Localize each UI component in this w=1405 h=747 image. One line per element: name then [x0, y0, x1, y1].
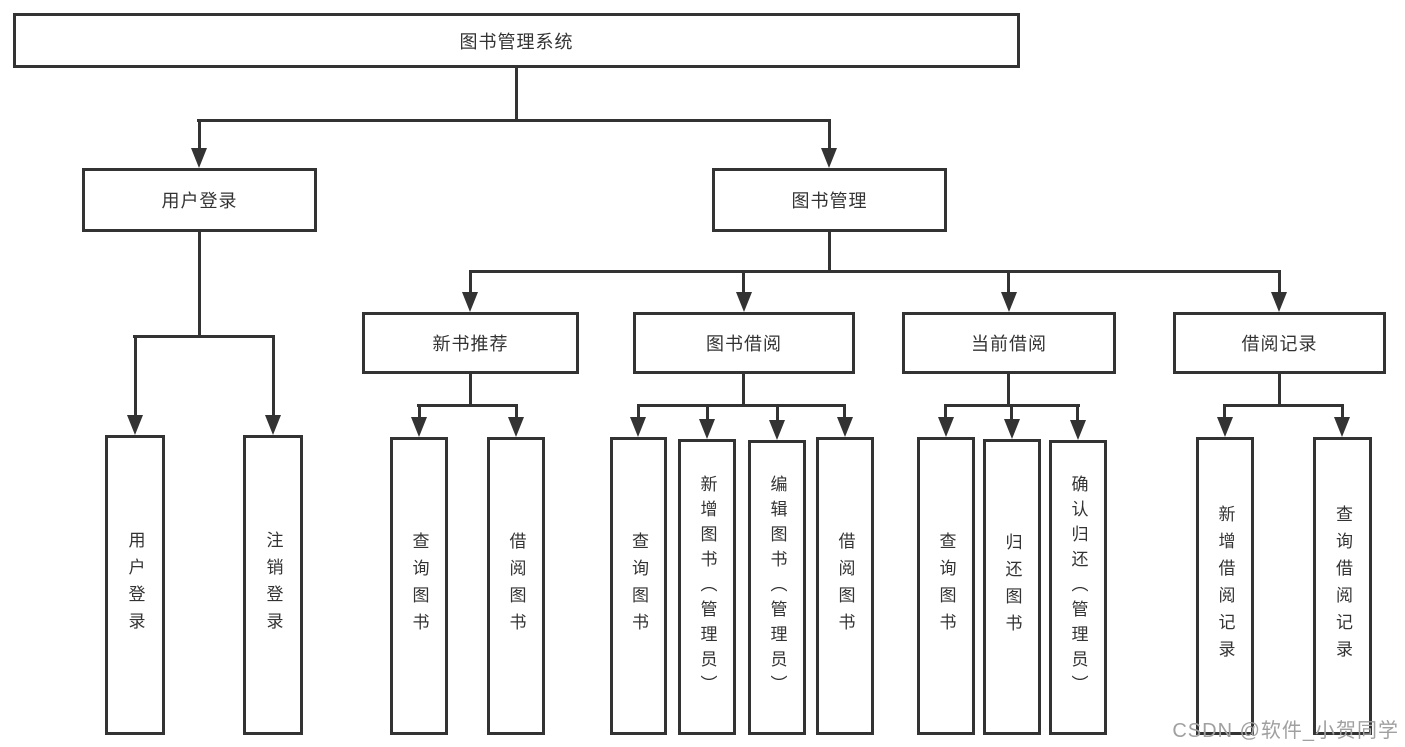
connector-vline	[1076, 404, 1079, 422]
leaf-cb-confirm-return: 确认归还（管理员）	[1049, 440, 1107, 735]
arrow-down-icon	[1070, 420, 1086, 440]
leaf-br-add-record: 新增借阅记录	[1196, 437, 1254, 735]
leaf-cb-confirm-return-label: 确认归还（管理员）	[1068, 475, 1088, 700]
node-book-borrow-label: 图书借阅	[706, 334, 782, 354]
leaf-bb-edit-books: 编辑图书（管理员）	[748, 440, 806, 735]
leaf-bb-add-books: 新增图书（管理员）	[678, 439, 736, 735]
leaf-bb-query-books-label: 查询图书	[629, 532, 648, 640]
node-new-book-rec: 新书推荐	[362, 312, 579, 374]
connector-vline	[469, 270, 472, 294]
connector-hline	[197, 119, 831, 122]
node-current-borrow: 当前借阅	[902, 312, 1116, 374]
connector-vline	[1007, 374, 1010, 406]
connector-vline	[515, 68, 518, 120]
connector-vline	[828, 119, 831, 150]
connector-vline	[469, 374, 472, 406]
arrow-down-icon	[411, 417, 427, 437]
leaf-br-add-record-label: 新增借阅记录	[1215, 505, 1235, 667]
arrow-down-icon	[1217, 417, 1233, 437]
node-root-label: 图书管理系统	[459, 31, 574, 52]
node-borrow-records: 借阅记录	[1173, 312, 1386, 374]
leaf-cb-return-books: 归还图书	[983, 439, 1041, 735]
arrow-down-icon	[265, 415, 281, 435]
arrow-down-icon	[462, 292, 478, 312]
arrow-down-icon	[938, 417, 954, 437]
leaf-cb-return-books-label: 归还图书	[1002, 533, 1022, 641]
connector-vline	[1341, 404, 1344, 419]
connector-vline	[742, 270, 745, 294]
arrow-down-icon	[127, 415, 143, 435]
connector-vline	[1223, 404, 1226, 419]
node-borrow-records-label: 借阅记录	[1241, 334, 1318, 354]
connector-vline	[637, 404, 640, 419]
leaf-logout-label: 注销登录	[263, 531, 283, 639]
arrow-down-icon	[508, 417, 524, 437]
leaf-rec-borrow-books-label: 借阅图书	[506, 532, 526, 640]
leaf-logout: 注销登录	[243, 435, 303, 735]
arrow-down-icon	[1001, 292, 1017, 312]
leaf-rec-query-books: 查询图书	[390, 437, 448, 735]
leaf-bb-query-books: 查询图书	[610, 437, 667, 735]
connector-hline	[417, 404, 517, 407]
arrow-down-icon	[769, 420, 785, 440]
node-user-login-label: 用户登录	[161, 191, 238, 211]
connector-vline	[843, 404, 846, 419]
leaf-rec-borrow-books: 借阅图书	[487, 437, 545, 735]
connector-hline	[133, 335, 275, 338]
arrow-down-icon	[699, 419, 715, 439]
connector-vline	[1010, 404, 1013, 421]
connector-vline	[515, 404, 518, 419]
connector-vline	[1278, 270, 1281, 294]
csdn-watermark: CSDN @软件_小贺同学	[1172, 720, 1399, 742]
leaf-br-query-record: 查询借阅记录	[1313, 437, 1372, 735]
connector-vline	[272, 335, 275, 417]
connector-vline	[418, 404, 421, 419]
leaf-bb-borrow-books: 借阅图书	[816, 437, 874, 735]
leaf-bb-borrow-books-label: 借阅图书	[835, 532, 855, 640]
leaf-cb-query-books-label: 查询图书	[936, 532, 956, 640]
node-current-borrow-label: 当前借阅	[971, 334, 1047, 354]
arrow-down-icon	[837, 417, 853, 437]
arrow-down-icon	[821, 148, 837, 168]
leaf-bb-edit-books-label: 编辑图书（管理员）	[767, 475, 787, 700]
connector-vline	[198, 232, 201, 335]
arrow-down-icon	[736, 292, 752, 312]
arrow-down-icon	[1271, 292, 1287, 312]
connector-vline	[828, 232, 831, 272]
leaf-cb-query-books: 查询图书	[917, 437, 975, 735]
connector-hline	[469, 270, 1281, 273]
leaf-rec-query-books-label: 查询图书	[409, 532, 429, 640]
node-book-mgmt-label: 图书管理	[791, 191, 868, 211]
connector-vline	[706, 404, 709, 421]
connector-vline	[776, 404, 779, 422]
connector-vline	[1278, 374, 1281, 406]
connector-hline	[1223, 404, 1344, 407]
arrow-down-icon	[1004, 419, 1020, 439]
connector-vline	[198, 119, 201, 150]
leaf-bb-add-books-label: 新增图书（管理员）	[697, 474, 717, 700]
node-book-borrow: 图书借阅	[633, 312, 855, 374]
node-root: 图书管理系统	[13, 13, 1020, 68]
connector-vline	[1007, 270, 1010, 294]
arrow-down-icon	[1334, 417, 1350, 437]
connector-hline	[637, 404, 846, 407]
arrow-down-icon	[191, 148, 207, 168]
leaf-user-login-label: 用户登录	[125, 531, 145, 639]
connector-vline	[742, 374, 745, 406]
leaf-br-query-record-label: 查询借阅记录	[1333, 505, 1352, 667]
arrow-down-icon	[630, 417, 646, 437]
leaf-user-login: 用户登录	[105, 435, 165, 735]
node-book-mgmt: 图书管理	[712, 168, 947, 232]
connector-vline	[134, 335, 137, 417]
node-user-login: 用户登录	[82, 168, 317, 232]
connector-vline	[944, 404, 947, 419]
node-new-book-rec-label: 新书推荐	[432, 334, 509, 354]
